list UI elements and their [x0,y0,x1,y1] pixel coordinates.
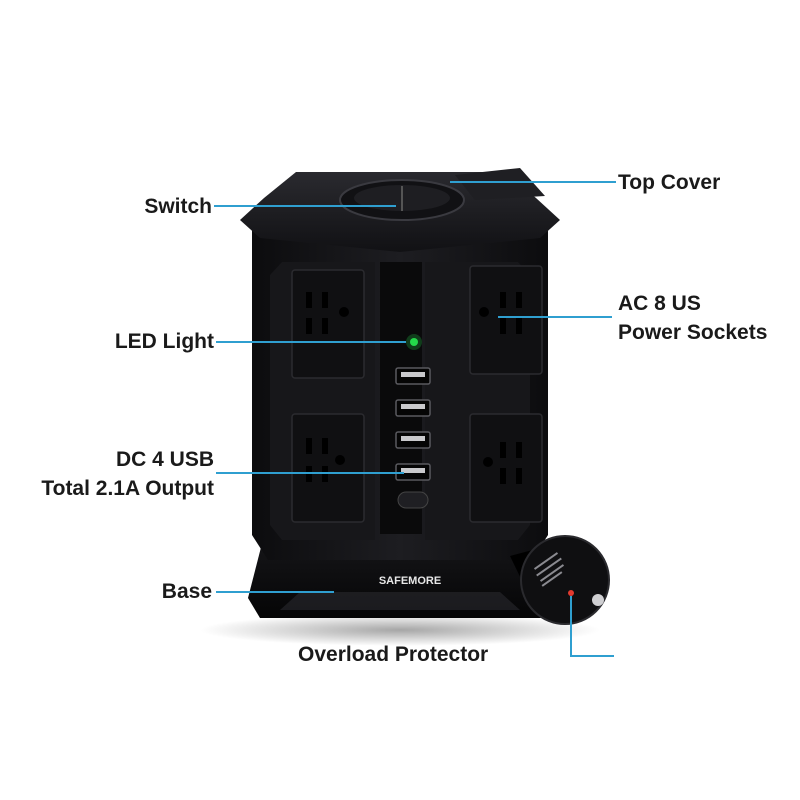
label-dc-usb: DC 4 USB Total 2.1A Output [8,445,214,503]
label-switch: Switch [110,192,212,221]
label-top-cover-text: Top Cover [618,171,721,194]
label-overload-text: Overload Protector [298,643,489,666]
base-highlight [280,592,520,610]
led-indicator [410,338,418,346]
overload-red-dot [568,590,574,596]
top-cover-ridge [455,168,545,200]
reset-button[interactable] [397,491,429,509]
label-led-light: LED Light [70,327,214,356]
usb-port-tongue [401,436,425,441]
usb-port-tongue [401,404,425,409]
leader-lines [214,181,616,657]
label-dc-line2: Total 2.1A Output [41,477,214,500]
label-dc-line1: DC 4 USB [115,448,214,471]
usb-port-tongue [401,372,425,377]
label-overload: Overload Protector [298,640,488,669]
brand-logo: SAFEMORE [379,575,441,587]
label-ac-line2: Power Sockets [618,321,768,344]
led-glow [406,334,422,350]
label-base: Base [110,577,212,606]
label-led-light-text: LED Light [114,330,214,353]
overload-reset-knob[interactable] [592,594,604,606]
label-base-text: Base [161,580,212,603]
ac-outlet [291,413,365,523]
floor-shadow [200,614,600,646]
center-column [380,262,422,534]
usb-port-tongue [401,468,425,473]
overload-inset [520,535,610,625]
label-ac-sockets: AC 8 US Power Sockets [618,289,767,347]
ac-outlet [469,413,543,523]
label-ac-line1: AC 8 US [618,292,701,315]
label-top-cover: Top Cover [618,168,720,197]
ac-outlet [469,265,543,375]
ac-outlet [291,269,365,379]
label-switch-text: Switch [144,195,212,218]
inset-fine-print [533,552,565,587]
leader-overload [570,596,614,657]
usb-ports [395,367,431,481]
